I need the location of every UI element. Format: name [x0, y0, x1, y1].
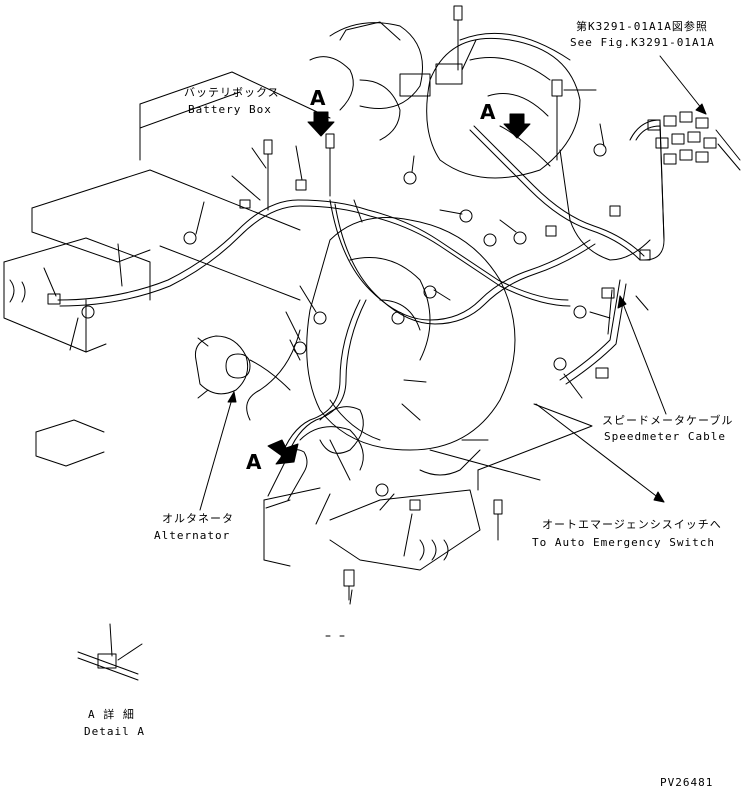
engine-block [299, 217, 516, 471]
view-marker-a-top-left: A [310, 86, 326, 110]
detail-a-drawing [77, 623, 345, 681]
connector-bundle [647, 111, 741, 171]
detail-a-en-label: Detail A [84, 725, 145, 738]
view-marker-a-top-right: A [480, 100, 496, 124]
leader-lines [43, 39, 649, 605]
engine-top [309, 21, 581, 179]
auto-emergency-switch-en-label: To Auto Emergency Switch [532, 536, 715, 549]
battery-box [31, 71, 331, 301]
battery-box-en-label: Battery Box [188, 103, 272, 116]
view-marker-a-lower: A [246, 450, 262, 474]
drawing-code-label: PV26481 [660, 776, 714, 789]
clamps-and-bolts [47, 5, 651, 601]
alternator [194, 335, 291, 399]
speedmeter-cable-jp-label: スピードメータケーブル [602, 414, 734, 427]
main-harness [57, 119, 665, 476]
ref-fig-jp-label: 第K3291-01A1A図参照 [576, 20, 708, 33]
left-frame [3, 237, 151, 467]
battery-box-jp-label: バッテリボックス [184, 86, 280, 99]
view-arrows [267, 111, 531, 465]
alternator-en-label: Alternator [154, 529, 231, 542]
detail-a-jp-label: A 詳 細 [88, 708, 135, 721]
ref-fig-en-label: See Fig.K3291-01A1A [570, 36, 715, 49]
speedmeter-cable-en-label: Speedmeter Cable [604, 430, 726, 443]
alternator-jp-label: オルタネータ [162, 512, 234, 525]
auto-emergency-switch-jp-label: オートエマージェンシスイッチへ [542, 518, 722, 531]
callout-arrows [199, 55, 707, 511]
